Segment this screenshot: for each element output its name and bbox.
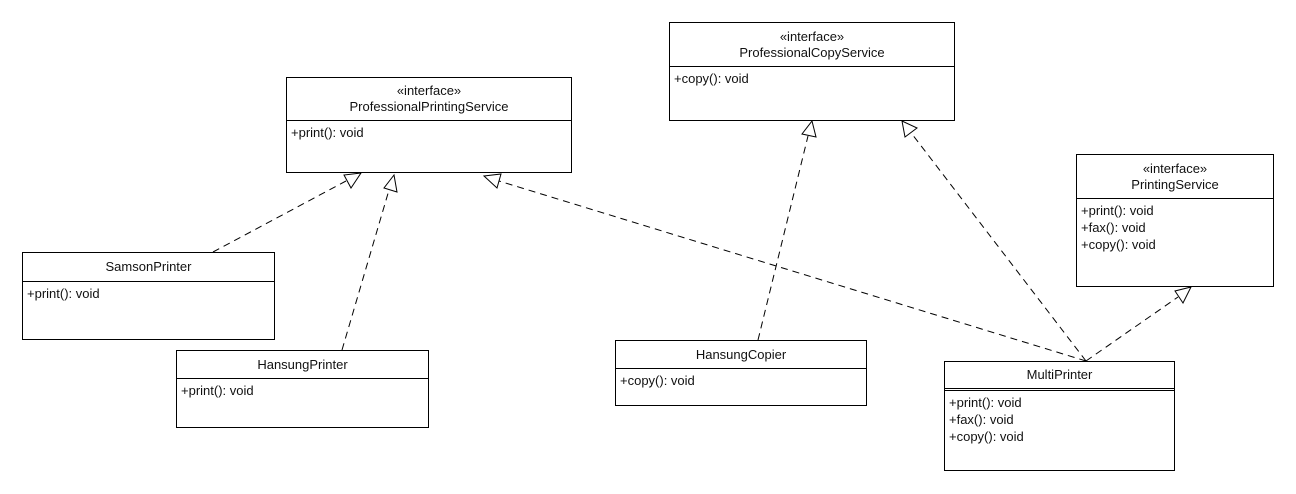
method-item: +copy(): void xyxy=(949,429,1024,444)
realization-hansung-printer-to-professional-printing xyxy=(341,173,398,351)
method-list: +print(): void xyxy=(177,379,428,399)
class-professional-printing-service[interactable]: «interface» ProfessionalPrintingService … xyxy=(286,77,572,173)
method-item: +fax(): void xyxy=(949,412,1014,427)
method-item: +fax(): void xyxy=(1081,220,1146,235)
class-header: «interface» ProfessionalPrintingService xyxy=(287,78,571,121)
stereotype-label: «interface» xyxy=(779,28,845,44)
class-name: SamsonPrinter xyxy=(105,259,192,274)
method-list: +print(): void +fax(): void +copy(): voi… xyxy=(945,391,1174,445)
class-header: «interface» ProfessionalCopyService xyxy=(670,23,954,67)
method-item: +print(): void xyxy=(181,383,254,398)
method-item: +print(): void xyxy=(949,395,1022,410)
realization-multi-printer-to-professional-printing xyxy=(482,173,1087,362)
class-name: HansungCopier xyxy=(695,346,787,362)
realization-multi-printer-to-printing-service xyxy=(1085,286,1192,362)
method-list: +print(): void xyxy=(287,121,571,141)
class-multi-printer[interactable]: MultiPrinter +print(): void +fax(): void… xyxy=(944,361,1175,471)
method-item: +copy(): void xyxy=(620,373,695,388)
class-hansung-printer[interactable]: HansungPrinter +print(): void xyxy=(176,350,429,428)
method-list: +print(): void +fax(): void +copy(): voi… xyxy=(1077,199,1273,253)
realization-hansung-copier-to-professional-copy xyxy=(757,119,817,341)
stereotype-label: «interface» xyxy=(1142,160,1208,176)
method-item: +copy(): void xyxy=(674,71,749,86)
class-name: HansungPrinter xyxy=(257,356,348,372)
realization-multi-printer-to-professional-copy xyxy=(901,120,1087,362)
class-name: ProfessionalCopyService xyxy=(739,44,885,60)
class-header: MultiPrinter xyxy=(945,362,1174,391)
class-header: HansungPrinter xyxy=(177,351,428,379)
class-name: PrintingService xyxy=(1131,176,1219,192)
class-printing-service[interactable]: «interface» PrintingService +print(): vo… xyxy=(1076,154,1274,287)
class-header: «interface» PrintingService xyxy=(1077,155,1273,199)
class-hansung-copier[interactable]: HansungCopier +copy(): void xyxy=(615,340,867,406)
class-name: MultiPrinter xyxy=(1026,367,1093,382)
class-name: ProfessionalPrintingService xyxy=(349,99,509,114)
stereotype-label: «interface» xyxy=(396,83,462,98)
method-list: +print(): void xyxy=(23,282,274,302)
method-item: +print(): void xyxy=(27,286,100,301)
class-samson-printer[interactable]: SamsonPrinter +print(): void xyxy=(22,252,275,340)
method-item: +print(): void xyxy=(1081,203,1154,218)
class-header: HansungCopier xyxy=(616,341,866,369)
method-list: +copy(): void xyxy=(616,369,866,389)
class-header: SamsonPrinter xyxy=(23,253,274,282)
class-professional-copy-service[interactable]: «interface» ProfessionalCopyService +cop… xyxy=(669,22,955,121)
method-item: +copy(): void xyxy=(1081,237,1156,252)
method-list: +copy(): void xyxy=(670,67,954,87)
method-item: +print(): void xyxy=(291,125,364,140)
realization-samson-to-professional-printing xyxy=(212,172,363,253)
